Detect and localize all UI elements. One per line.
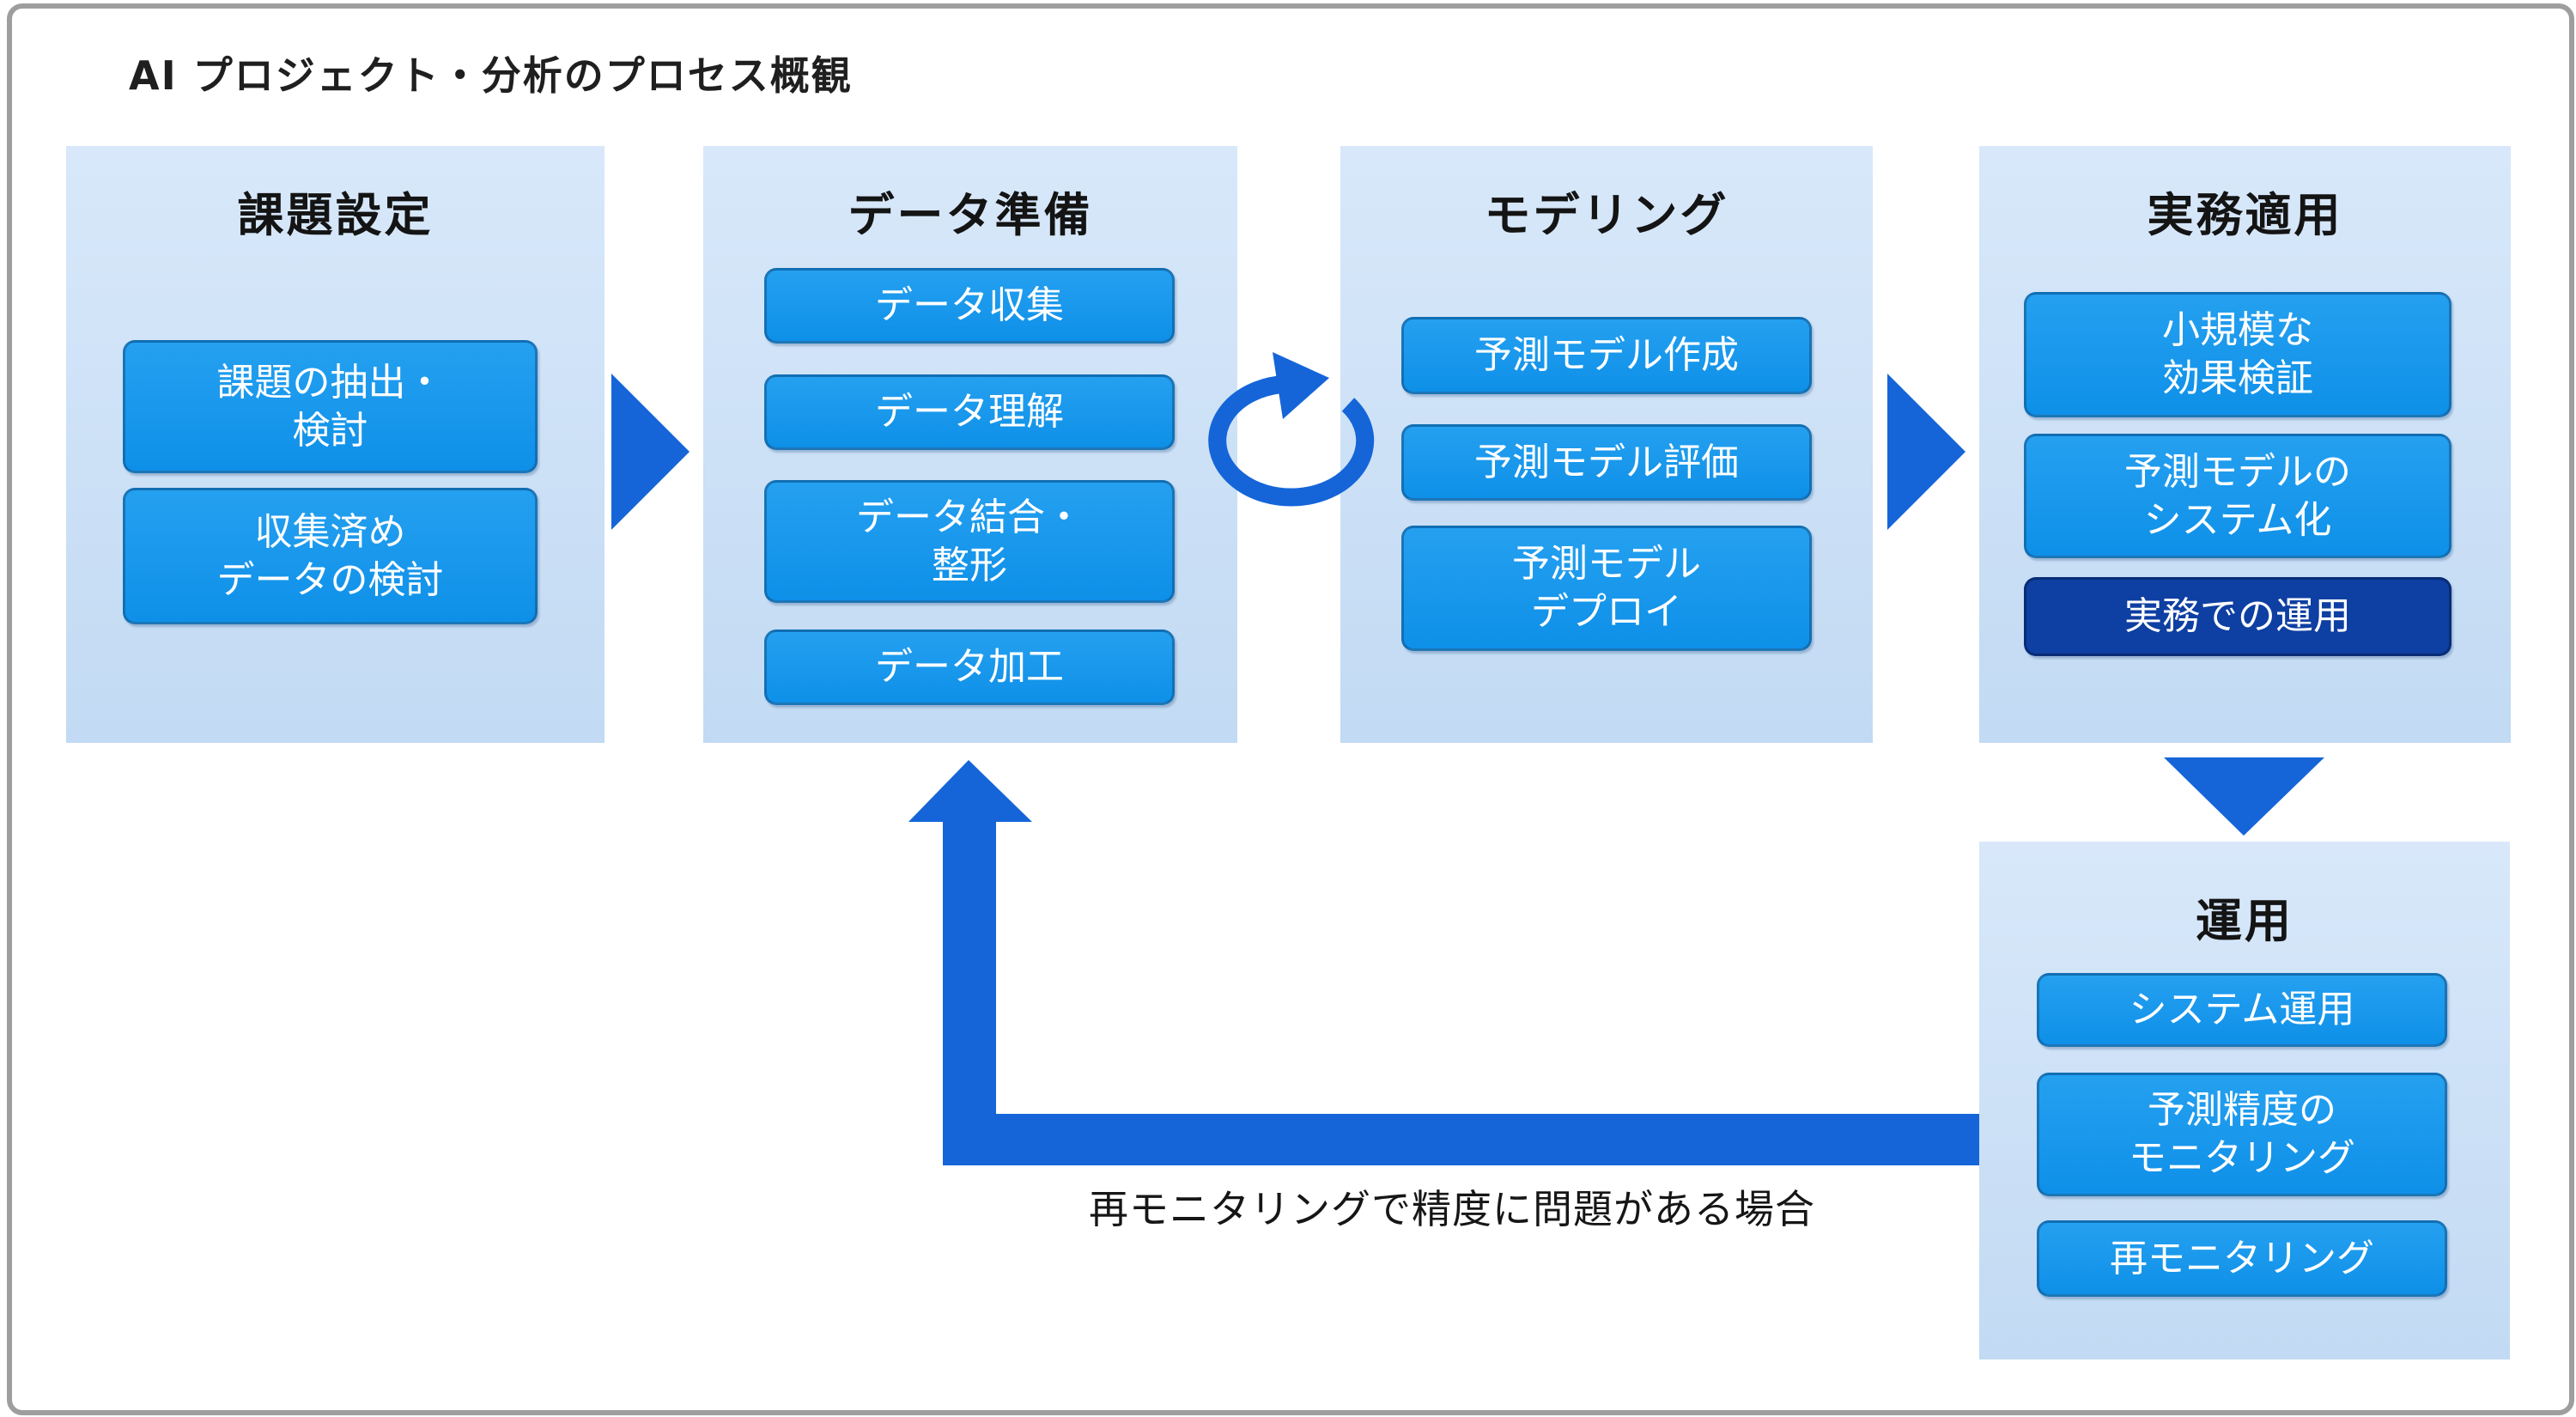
step-label-line: 再モニタリング [2110, 1236, 2374, 1280]
step-label-line: モニタリング [2129, 1136, 2355, 1180]
step-label-line: 予測モデル作成 [1474, 333, 1739, 377]
process-step: データ理解 [764, 374, 1175, 450]
step-label-line: 小規模な [2162, 308, 2313, 352]
panel-problem-setting: 課題設定 課題の抽出・ 検討 収集済め データの検討 [66, 146, 605, 743]
process-step: 課題の抽出・ 検討 [123, 340, 538, 473]
diagram-title: AI プロジェクト・分析のプロセス概観 [129, 52, 853, 99]
process-step: システム運用 [2037, 973, 2447, 1047]
step-label-line: データ結合・ [856, 495, 1083, 539]
panel-header: 課題設定 [237, 188, 434, 242]
process-step: 予測モデルの システム化 [2024, 434, 2451, 558]
panel-header: 実務適用 [2147, 188, 2343, 242]
step-label-line: データの検討 [216, 557, 444, 602]
feedback-label: 再モニタリングで精度に問題がある場合 [1089, 1186, 1815, 1232]
process-step: 予測モデル デプロイ [1401, 526, 1812, 651]
step-label-line: 実務での運用 [2124, 594, 2351, 638]
step-label-line: 予測モデルの [2124, 449, 2351, 494]
step-label-line: 予測精度の [2148, 1088, 2336, 1132]
process-step: 予測精度の モニタリング [2037, 1073, 2447, 1196]
process-step: 予測モデル評価 [1401, 424, 1812, 501]
process-step-dark: 実務での運用 [2024, 577, 2451, 656]
step-label-line: システム化 [2143, 497, 2332, 542]
step-label-line: 効果検証 [2162, 356, 2313, 400]
step-label-line: 収集済め [254, 509, 406, 554]
step-label-line: データ加工 [875, 645, 1064, 689]
process-step: 予測モデル作成 [1401, 317, 1812, 394]
panel-practical-application: 実務適用 小規模な 効果検証 予測モデルの システム化 実務での運用 [1979, 146, 2511, 743]
step-label-line: データ理解 [875, 390, 1064, 434]
panel-header: 運用 [2196, 894, 2293, 948]
process-step: 収集済め データの検討 [123, 488, 538, 624]
panel-operation: 運用 システム運用 予測精度の モニタリング 再モニタリング [1979, 842, 2510, 1359]
step-label-line: 予測モデル [1512, 542, 1701, 586]
panel-data-preparation: データ準備 データ収集 データ理解 データ結合・ 整形 データ加工 [703, 146, 1237, 743]
step-label-line: デプロイ [1531, 590, 1682, 634]
panel-modeling: モデリング 予測モデル作成 予測モデル評価 予測モデル デプロイ [1340, 146, 1873, 743]
step-label-line: 課題の抽出・ [216, 360, 444, 404]
process-step: データ収集 [764, 268, 1175, 344]
step-label-line: 予測モデル評価 [1474, 440, 1739, 484]
step-label-line: システム運用 [2129, 988, 2355, 1031]
process-step: データ加工 [764, 629, 1175, 705]
process-step: 小規模な 効果検証 [2024, 292, 2451, 417]
panel-header: データ準備 [848, 188, 1093, 242]
panel-header: モデリング [1484, 188, 1729, 242]
step-label-line: 検討 [292, 408, 368, 453]
process-step: 再モニタリング [2037, 1220, 2447, 1297]
process-step: データ結合・ 整形 [764, 480, 1175, 603]
step-label-line: 整形 [932, 543, 1007, 587]
step-label-line: データ収集 [875, 283, 1064, 327]
